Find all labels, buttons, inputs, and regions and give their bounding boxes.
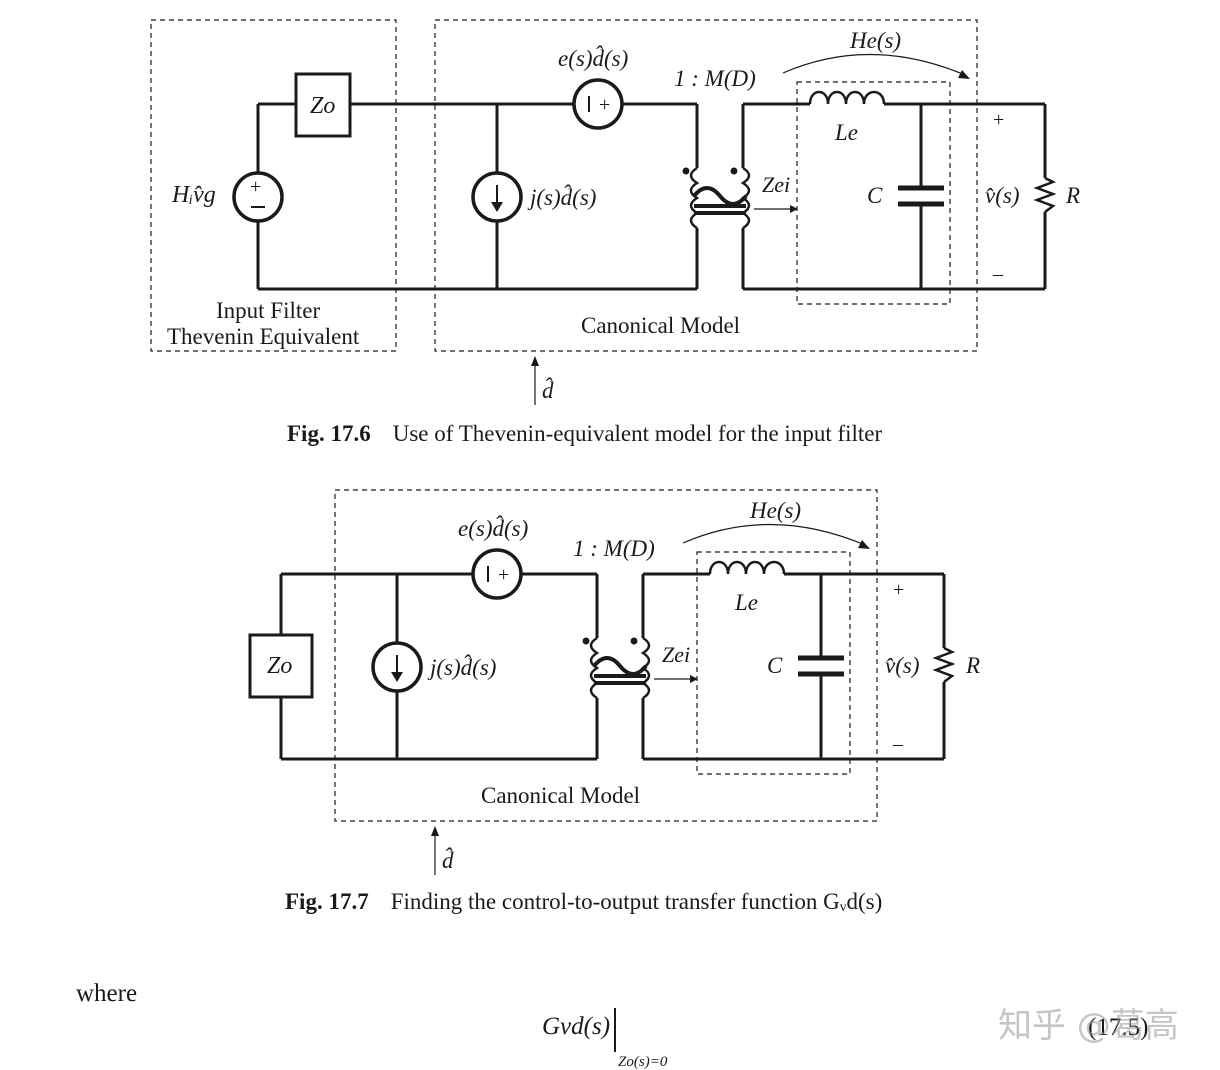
- resistor-r: [932, 646, 956, 683]
- svg-text:+: +: [599, 94, 610, 116]
- svg-text:+: +: [250, 176, 261, 198]
- le-label: Le: [734, 590, 758, 615]
- canonical-model-label: Canonical Model: [581, 313, 740, 338]
- figure-17-6-caption: Fig. 17.6 Use of Thevenin-equivalent mode…: [287, 421, 882, 447]
- canonical-model-box: [434, 19, 978, 352]
- resistor-r: [1033, 176, 1057, 213]
- ideal-transformer: [582, 636, 651, 700]
- evaluation-bar: [614, 1008, 617, 1052]
- watermark: 知乎 @葛高: [998, 1006, 1179, 1046]
- equation-main: Gvd(s): [542, 1013, 611, 1040]
- equation-subscript: Zo(s)=0: [618, 1054, 668, 1070]
- plus-sign: +: [893, 579, 904, 601]
- minus-sign: –: [892, 733, 904, 755]
- canonical-model-box: [334, 489, 878, 822]
- ideal-transformer: [682, 166, 751, 230]
- j-source-label: j(s)d̂(s): [427, 653, 496, 680]
- e-voltage-source: +: [572, 78, 624, 130]
- capacitor-c: [898, 185, 944, 207]
- equation: Gvd(s) Zo(s)=0: [542, 1008, 667, 1070]
- input-filter-label: Input Filter: [216, 298, 320, 323]
- turns-ratio-label: 1 : M(D): [674, 66, 756, 91]
- le-label: Le: [834, 120, 858, 145]
- svg-text:+: +: [498, 564, 509, 586]
- output-filter-box: [796, 81, 951, 305]
- e-source-label: e(s)d̂(s): [458, 514, 528, 541]
- zei-label: Zei: [762, 172, 790, 197]
- canonical-model-label: Canonical Model: [481, 783, 640, 808]
- vout-label: v̂(s): [885, 653, 919, 678]
- j-current-source: [471, 171, 523, 223]
- he-label: He(s): [749, 498, 801, 523]
- where-text: where: [76, 980, 138, 1007]
- equation-number: (17.5): [1088, 1014, 1149, 1041]
- caption-text: Use of Thevenin-equivalent model for the…: [392, 421, 883, 446]
- zo-label: Zo: [267, 653, 292, 679]
- r-label: R: [1065, 183, 1080, 208]
- dhat-label: d̂: [442, 846, 454, 873]
- zo-label: Zo: [310, 93, 335, 119]
- zo-impedance-box: [294, 72, 352, 138]
- e-source-label: e(s)d̂(s): [558, 44, 628, 71]
- e-voltage-source: +: [471, 548, 523, 600]
- j-source-label: j(s)d̂(s): [527, 183, 596, 210]
- capacitor-c: [798, 655, 844, 677]
- output-filter-box: [696, 551, 851, 775]
- input-voltage-source: +: [232, 171, 284, 223]
- plus-sign: +: [993, 109, 1004, 131]
- c-label: C: [767, 653, 783, 678]
- thevenin-label: Thevenin Equivalent: [167, 324, 360, 349]
- figure-label: Fig. 17.6: [287, 421, 371, 446]
- inductor-le: [708, 560, 786, 575]
- r-label: R: [965, 653, 980, 678]
- source-label: Hᵢv̂g: [171, 182, 216, 208]
- figure-17-7-caption: Fig. 17.7 Finding the control-to-output t…: [285, 889, 882, 915]
- minus-sign: –: [992, 263, 1004, 285]
- figure-17-6-circuit: Zo + Hᵢv̂g + e(s)d̂(s) j(s)d̂(s) 1 : M(D…: [150, 19, 1080, 405]
- inductor-le: [808, 90, 886, 105]
- caption-text: Finding the control-to-output transfer f…: [390, 889, 883, 914]
- figure-label: Fig. 17.7: [285, 889, 369, 914]
- turns-ratio-label: 1 : M(D): [573, 536, 655, 561]
- zo-impedance-box: [248, 633, 314, 699]
- zei-label: Zei: [662, 642, 690, 667]
- figure-17-7-circuit: Zo + e(s)d̂(s) j(s)d̂(s) 1 : M(D) Zei He…: [248, 489, 980, 875]
- he-label: He(s): [849, 28, 901, 53]
- dhat-label: d̂: [542, 376, 554, 403]
- c-label: C: [867, 183, 883, 208]
- vout-label: v̂(s): [985, 183, 1019, 208]
- j-current-source: [371, 641, 423, 693]
